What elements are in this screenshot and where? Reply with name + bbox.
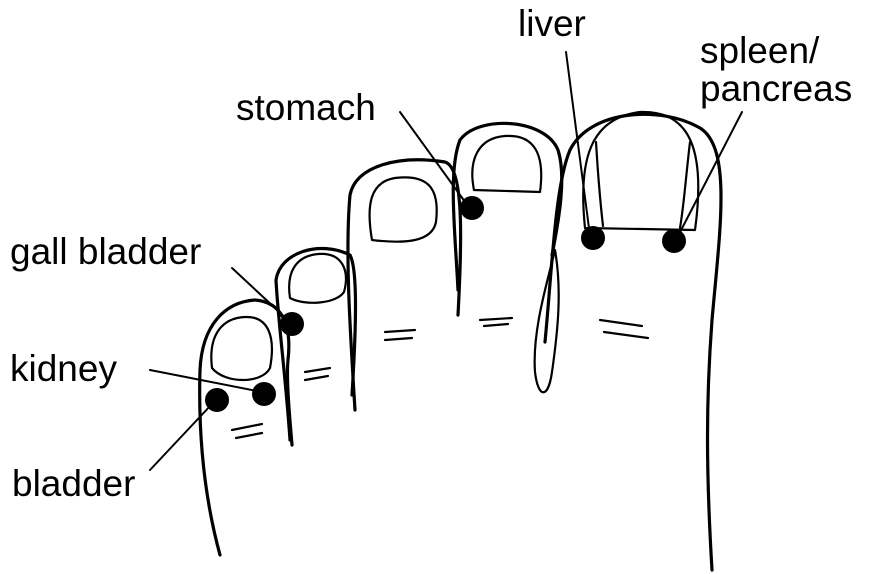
label-liver: liver [518, 5, 586, 43]
point-bladder [205, 388, 229, 412]
point-stomach [460, 196, 484, 220]
point-kidney [252, 382, 276, 406]
label-kidney: kidney [10, 350, 117, 388]
third-toe-outline [348, 160, 461, 410]
fourth-toe-nail [289, 254, 346, 303]
point-spleen-pancreas [662, 229, 686, 253]
fourth-toe-crease [305, 368, 330, 380]
big-toe-outline [545, 114, 721, 570]
point-gall-bladder [280, 312, 304, 336]
big-toe-crease [600, 320, 648, 338]
little-toe-crease [232, 424, 262, 438]
little-toe-nail [211, 317, 272, 380]
leader-gall-bladder [232, 268, 290, 322]
third-toe-crease [385, 330, 415, 340]
label-pancreas-line: pancreas [700, 70, 852, 108]
second-toe-nail [472, 136, 541, 192]
big-toe-nail-inner-left [596, 142, 603, 226]
label-spleen-pancreas: spleen/ pancreas [700, 32, 852, 108]
third-toe-nail [370, 177, 437, 241]
label-stomach: stomach [236, 89, 376, 127]
label-gall-bladder: gall bladder [10, 233, 201, 271]
leader-liver [566, 52, 590, 236]
point-liver [581, 226, 605, 250]
label-bladder: bladder [12, 465, 135, 503]
label-spleen-line: spleen/ [700, 32, 852, 70]
second-toe-crease [480, 318, 512, 326]
